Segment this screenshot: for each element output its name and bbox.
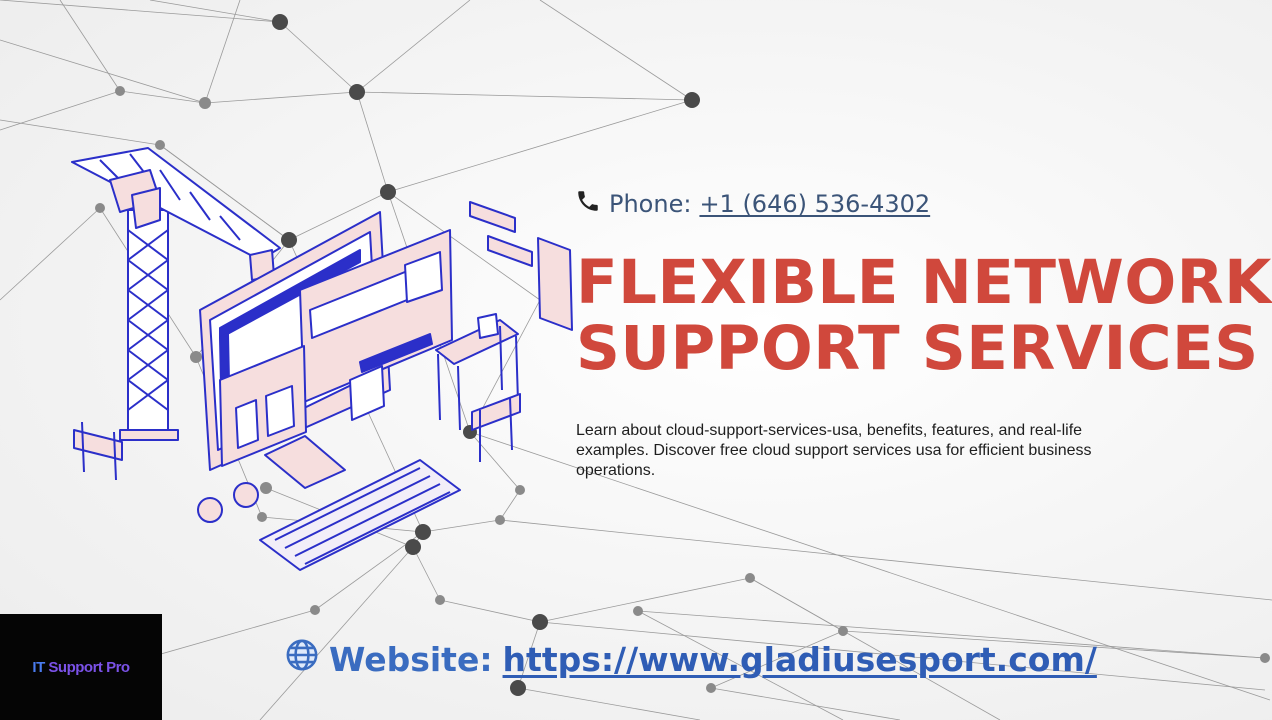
network-node — [415, 524, 431, 540]
disc-illustration — [233, 482, 259, 508]
network-line — [0, 0, 281, 23]
logo-wordmark: IT Support Pro — [32, 658, 130, 676]
network-node — [190, 351, 202, 363]
network-line — [59, 0, 121, 92]
network-node — [272, 14, 288, 30]
network-node — [684, 92, 700, 108]
network-line — [204, 0, 241, 104]
network-line — [539, 621, 1266, 691]
network-line — [314, 531, 424, 611]
headline-line-2: SUPPORT SERVICES — [576, 313, 1259, 384]
widget-card-illustration — [537, 237, 573, 331]
network-line — [539, 577, 751, 623]
disc-illustration — [197, 497, 223, 523]
network-node — [310, 605, 320, 615]
crane-illustration — [71, 147, 281, 441]
network-line — [0, 207, 101, 301]
headline-line-1: FLEXIBLE NETWORK — [576, 247, 1272, 318]
network-line — [356, 0, 471, 93]
network-node — [405, 539, 421, 555]
headline: FLEXIBLE NETWORK SUPPORT SERVICES — [576, 247, 1272, 384]
brand-logo: IT Support Pro — [0, 614, 162, 720]
network-line — [710, 630, 844, 689]
network-line — [387, 191, 541, 301]
network-node — [155, 140, 165, 150]
network-line — [356, 91, 693, 101]
network-node — [495, 515, 505, 525]
phone-icon — [575, 188, 601, 220]
globe-icon — [285, 638, 319, 680]
network-node — [95, 203, 105, 213]
network-line — [469, 431, 1271, 701]
network-node — [435, 595, 445, 605]
description-text: Learn about cloud-support-services-usa, … — [576, 422, 1092, 479]
network-line — [539, 0, 693, 101]
phone-label: Phone: — [609, 190, 692, 218]
website-label: Website: — [329, 639, 493, 679]
network-node — [510, 680, 526, 696]
network-node — [706, 683, 716, 693]
network-node — [260, 482, 272, 494]
network-line — [0, 39, 206, 104]
network-node — [838, 626, 848, 636]
network-line — [710, 687, 901, 720]
network-line — [149, 0, 281, 23]
phone-device-illustration — [264, 435, 346, 489]
network-node — [380, 184, 396, 200]
network-line — [637, 610, 844, 720]
network-node — [115, 86, 125, 96]
network-line — [517, 621, 541, 689]
website-url-link[interactable]: https://www.gladiusesport.com/ — [502, 639, 1097, 679]
network-node — [199, 97, 211, 109]
card-panel-illustration — [219, 345, 307, 467]
network-line — [517, 687, 701, 720]
network-node — [532, 614, 548, 630]
network-node — [257, 512, 267, 522]
network-line — [842, 630, 1266, 659]
widget-strip-top-illustration — [469, 201, 516, 233]
barrier-left-illustration — [73, 421, 123, 481]
network-node — [1260, 653, 1270, 663]
network-line — [412, 546, 441, 601]
network-line — [387, 99, 693, 193]
office-illustration — [71, 147, 573, 571]
network-line — [119, 90, 206, 104]
network-node — [281, 232, 297, 248]
network-line — [204, 91, 358, 104]
network-node — [349, 84, 365, 100]
network-line — [749, 577, 1001, 720]
network-node — [745, 573, 755, 583]
phone-contact: Phone: +1 (646) 536-4302 — [575, 188, 930, 220]
network-line — [439, 599, 541, 623]
desk-illustration — [435, 313, 519, 431]
network-line — [499, 489, 521, 521]
widget-strip-mid-illustration — [487, 235, 533, 267]
barrier-right-illustration — [471, 393, 521, 462]
website-contact: Website: https://www.gladiusesport.com/ — [285, 638, 1097, 680]
network-line — [637, 610, 1266, 659]
network-node — [515, 485, 525, 495]
network-line — [422, 519, 501, 533]
network-line — [0, 90, 121, 131]
network-line — [469, 431, 521, 491]
phone-number-link[interactable]: +1 (646) 536-4302 — [699, 190, 931, 218]
browser-panel-illustration — [299, 229, 453, 403]
network-line — [356, 91, 389, 193]
network-line — [159, 144, 290, 241]
network-node — [633, 606, 643, 616]
network-line — [279, 21, 358, 93]
doc-bubble-illustration — [349, 365, 385, 421]
network-line — [288, 191, 389, 241]
network-line — [499, 519, 1272, 601]
network-line — [259, 546, 414, 720]
network-line — [0, 119, 161, 146]
keyboard-illustration — [259, 459, 461, 571]
